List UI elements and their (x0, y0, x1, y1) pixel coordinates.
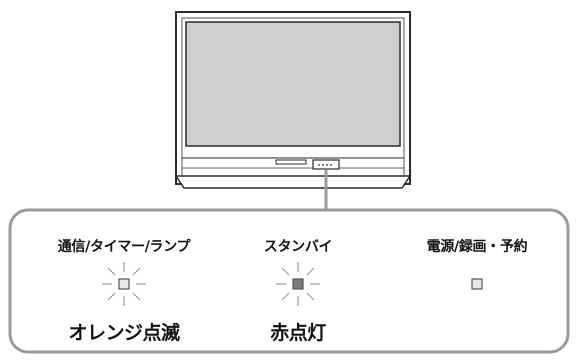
status-text-red-on: 赤点灯 (270, 322, 326, 344)
tv-screen (185, 21, 401, 147)
tv-indicator-panel (312, 159, 340, 170)
lamp-square-2 (292, 278, 304, 290)
status-text-orange-blink: オレンジ点滅 (68, 322, 180, 344)
lamp-group-1 (102, 262, 146, 306)
tv-body (174, 11, 412, 189)
lamp-rays (276, 262, 320, 306)
indicator-label-standby: スタンバイ (263, 239, 333, 255)
lamp-square-1 (118, 278, 130, 290)
lamp-group-2 (276, 262, 320, 306)
indicator-label-comm-timer-lamp: 通信/タイマー/ランプ (57, 239, 191, 255)
indicator-label-power-record: 電源/録画・予約 (426, 239, 528, 255)
tv-center-button (275, 159, 307, 165)
callout-frame (8, 208, 570, 354)
lamp-square-3 (471, 278, 483, 290)
lamp-group-3 (471, 278, 483, 290)
lamp-rays (102, 262, 146, 306)
